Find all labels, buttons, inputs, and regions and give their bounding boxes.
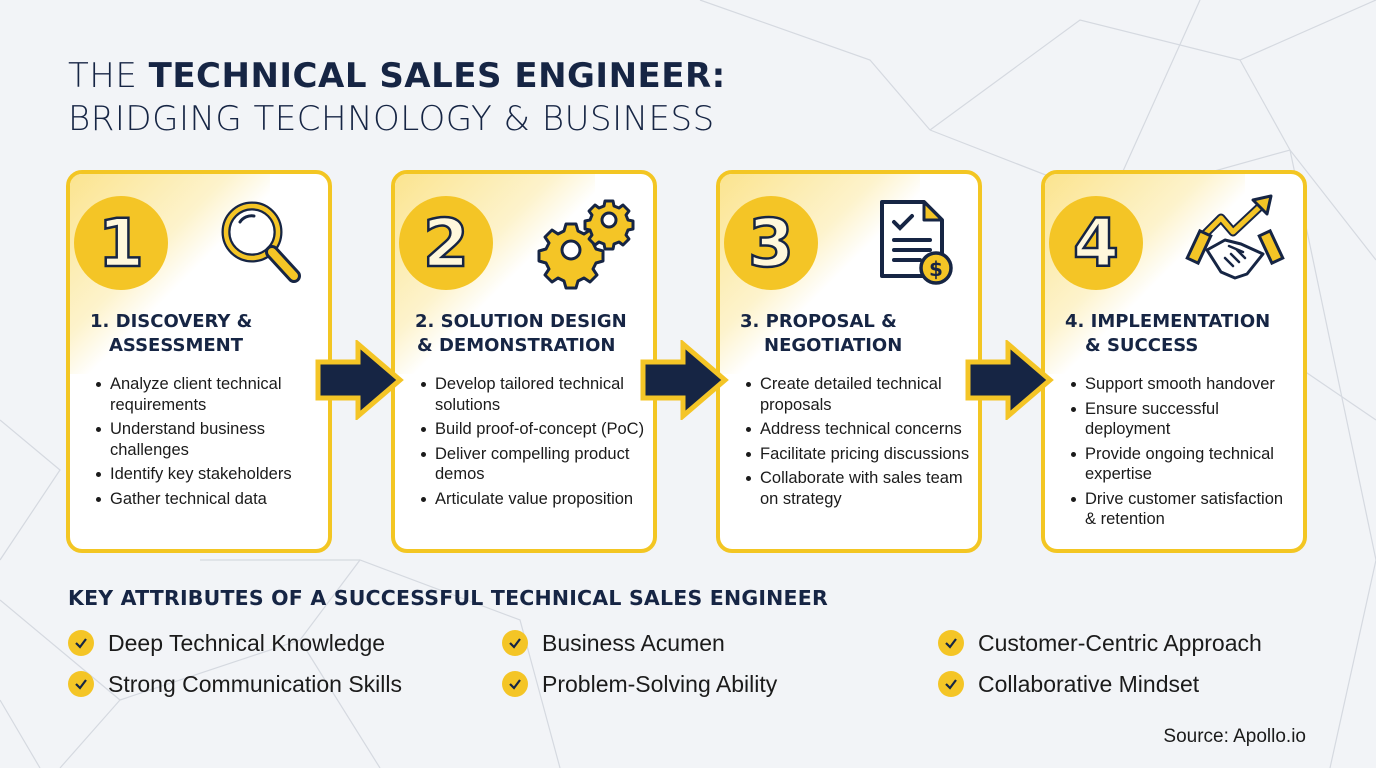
handshake-growth-icon <box>1185 194 1285 280</box>
bullet-item: Understand business challenges <box>94 419 320 460</box>
attribute-item: Problem-Solving Ability <box>502 669 777 699</box>
arrow-right-icon <box>640 340 729 420</box>
document-dollar-icon: $ <box>880 200 953 285</box>
bullet-item: Identify key stakeholders <box>94 464 320 485</box>
step-number-badge: 3 <box>724 196 818 290</box>
step-bullet-list: Develop tailored technical solutions Bui… <box>419 374 645 513</box>
bullet-item: Drive customer satisfaction & retention <box>1069 489 1295 530</box>
bullet-item: Collaborate with sales team on strategy <box>744 468 970 509</box>
check-icon <box>68 630 94 656</box>
bullet-item: Support smooth handover <box>1069 374 1295 395</box>
bullet-item: Provide ongoing technical expertise <box>1069 444 1295 485</box>
bullet-item: Gather technical data <box>94 489 320 510</box>
step-bullet-list: Create detailed technical proposals Addr… <box>744 374 970 513</box>
title-bold: TECHNICAL SALES ENGINEER: <box>148 56 726 96</box>
bullet-item: Build proof-of-concept (PoC) <box>419 419 645 440</box>
step-card-implementation: 4 4. IMPLEMENTATION & SUCCESS Support sm… <box>1041 170 1307 553</box>
step-bullet-list: Analyze client technical requirements Un… <box>94 374 320 513</box>
attribute-item: Deep Technical Knowledge <box>68 628 385 658</box>
bullet-item: Facilitate pricing discussions <box>744 444 970 465</box>
arrow-right-icon <box>965 340 1054 420</box>
step-card-discovery: 1 1. DISCOVERY & ASSESSMENT Analyze clie… <box>66 170 332 553</box>
step-number-badge: 2 <box>399 196 493 290</box>
check-icon <box>938 671 964 697</box>
attribute-item: Business Acumen <box>502 628 725 658</box>
step-number-badge: 1 <box>74 196 168 290</box>
bullet-item: Address technical concerns <box>744 419 970 440</box>
step-heading: 1. DISCOVERY & ASSESSMENT <box>90 311 253 356</box>
bullet-item: Deliver compelling product demos <box>419 444 645 485</box>
step-heading: 4. IMPLEMENTATION & SUCCESS <box>1065 311 1271 356</box>
bullet-item: Articulate value proposition <box>419 489 645 510</box>
check-icon <box>502 671 528 697</box>
source-credit: Source: Apollo.io <box>1163 726 1306 747</box>
arrow-right-icon <box>315 340 404 420</box>
check-icon <box>938 630 964 656</box>
attributes-title: KEY ATTRIBUTES OF A SUCCESSFUL TECHNICAL… <box>68 586 828 610</box>
page-title: THE TECHNICAL SALES ENGINEER: BRIDGING T… <box>68 56 726 140</box>
bullet-item: Develop tailored technical solutions <box>419 374 645 415</box>
magnifying-glass-icon <box>221 201 301 283</box>
attribute-item: Strong Communication Skills <box>68 669 402 699</box>
step-heading: 3. PROPOSAL & NEGOTIATION <box>740 311 903 356</box>
attribute-item: Customer-Centric Approach <box>938 628 1262 658</box>
title-subtitle: BRIDGING TECHNOLOGY & BUSINESS <box>68 98 715 139</box>
step-heading: 2. SOLUTION DESIGN & DEMONSTRATION <box>415 311 627 356</box>
step-card-proposal: 3 $ 3. PROPOSAL & NEGOTIATION Create det… <box>716 170 982 553</box>
svg-text:$: $ <box>929 257 943 281</box>
step-bullet-list: Support smooth handover Ensure successfu… <box>1069 374 1295 534</box>
bullet-item: Ensure successful deployment <box>1069 399 1295 440</box>
bullet-item: Create detailed technical proposals <box>744 374 970 415</box>
check-icon <box>502 630 528 656</box>
check-icon <box>68 671 94 697</box>
step-number-badge: 4 <box>1049 196 1143 290</box>
bullet-item: Analyze client technical requirements <box>94 374 320 415</box>
attribute-item: Collaborative Mindset <box>938 669 1199 699</box>
title-light: THE <box>68 56 149 96</box>
step-card-solution-design: 2 2. SOLUTION DESIGN & DEMONSTRATION Dev… <box>391 170 657 553</box>
gears-icon <box>537 199 635 290</box>
